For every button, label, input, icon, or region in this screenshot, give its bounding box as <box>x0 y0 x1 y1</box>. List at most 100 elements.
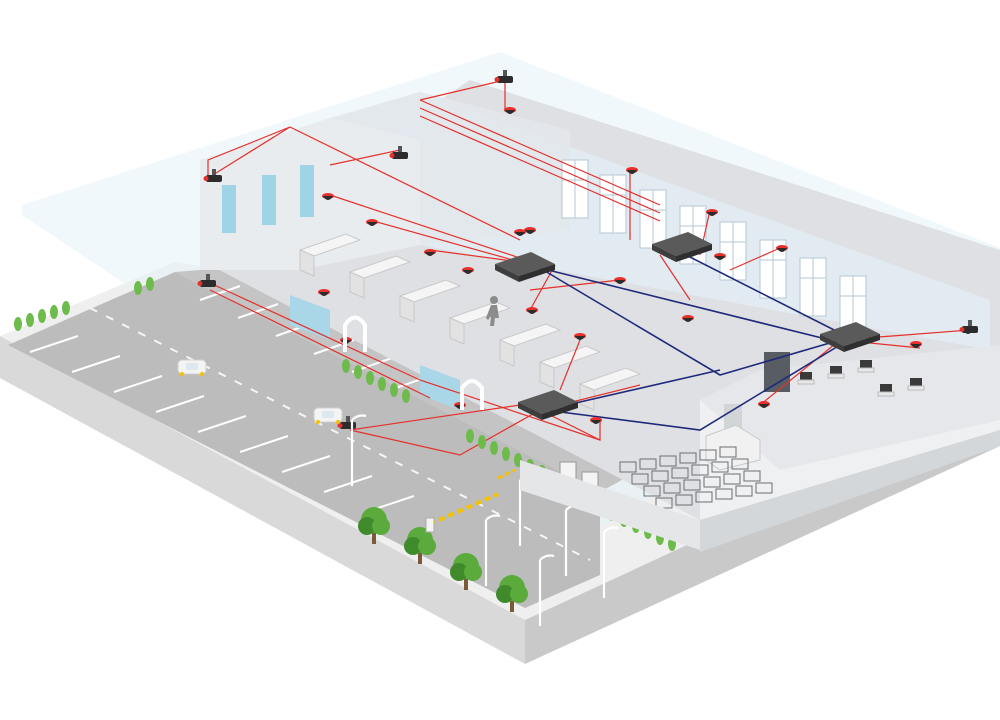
bullet-camera-lens <box>203 176 209 181</box>
switch-top <box>518 390 578 414</box>
poe-cable <box>349 409 541 456</box>
shrub-icon <box>390 383 398 397</box>
parking-stall-line <box>199 285 241 301</box>
shrub-icon <box>146 277 154 291</box>
window-panel-1 <box>222 185 236 233</box>
dome-camera-icon <box>366 219 378 226</box>
storage-cell <box>755 482 773 494</box>
network-switch-icon <box>820 322 880 352</box>
dome-camera-lens <box>777 248 787 252</box>
storage-cell <box>715 488 733 500</box>
car-icon <box>313 407 343 424</box>
street-light-icon <box>484 514 501 586</box>
dome-camera-lens <box>683 318 693 322</box>
switch-front <box>518 402 542 420</box>
dome-camera-lens <box>515 232 525 236</box>
tree-canopy-front <box>418 537 436 555</box>
workstation-desk <box>877 391 895 397</box>
barrier-gate-icon <box>425 468 516 533</box>
dome-camera-icon <box>910 341 922 348</box>
dome-camera-icon <box>614 277 626 284</box>
dome-camera-icon <box>714 253 726 260</box>
dome-camera-lens <box>707 212 717 216</box>
tree-icon <box>496 575 528 612</box>
switch-front <box>495 264 519 282</box>
ground-side-left <box>0 336 525 664</box>
dome-camera-lens <box>525 230 535 234</box>
bullet-camera-icon <box>959 320 978 333</box>
trees <box>358 507 528 612</box>
poe-cable <box>529 264 556 311</box>
street-light-arm <box>351 414 367 421</box>
storage-cell <box>691 464 709 476</box>
bullet-camera-body <box>206 175 222 182</box>
dome-camera-icon <box>322 193 334 200</box>
shrub-icon <box>502 447 510 461</box>
workstation-desk <box>907 385 925 391</box>
dome-camera-lens <box>367 222 377 226</box>
tree-canopy-shade <box>496 585 514 603</box>
switch-side <box>676 244 712 262</box>
shelf-side <box>399 295 415 323</box>
road-center-line <box>89 307 591 561</box>
tree-trunk <box>372 528 376 544</box>
bullet-camera-body <box>962 326 978 333</box>
poe-cable <box>559 339 581 391</box>
bullet-camera-mount <box>503 70 507 76</box>
shrub-icon <box>354 365 362 379</box>
storage-cell <box>663 482 681 494</box>
dome-camera-lens <box>759 404 769 408</box>
storage-cell <box>719 446 737 458</box>
shrub-icon <box>342 359 350 373</box>
entrance-arch-2 <box>460 379 484 410</box>
shrub-icon <box>478 435 486 449</box>
bullet-camera-lens <box>389 153 395 158</box>
parking-stall-line <box>71 355 121 373</box>
parking-stall-line <box>155 395 205 413</box>
office-block-side <box>330 92 570 245</box>
bullet-camera-lens <box>197 281 203 286</box>
workstation-monitor <box>830 366 842 374</box>
tree-icon <box>450 553 482 590</box>
switch-top <box>820 322 880 346</box>
storage-cell <box>643 485 661 497</box>
shrub-icon <box>26 313 34 327</box>
switch-top <box>495 252 555 276</box>
network-cable <box>679 251 851 339</box>
poe-cable <box>759 339 841 406</box>
parking-stall-line <box>239 435 289 453</box>
switch-side <box>519 264 555 282</box>
storage-cell <box>651 470 669 482</box>
bullet-camera-body <box>497 76 513 83</box>
network-switches <box>495 232 880 420</box>
street-light-icon <box>602 526 619 598</box>
shrub-icon <box>366 371 374 385</box>
dome-camera-icon <box>626 167 638 174</box>
workstations <box>797 360 925 397</box>
storefront-door-1 <box>290 295 330 340</box>
workstation-desk <box>857 367 875 373</box>
storage-cell <box>619 461 637 473</box>
bullet-camera-mount <box>212 169 216 175</box>
person-icon <box>486 296 499 326</box>
dome-camera-icon <box>682 315 694 322</box>
tree-canopy-shade <box>450 563 468 581</box>
storage-grid <box>619 446 773 509</box>
dome-camera-icon <box>462 267 474 274</box>
tree-trunk <box>418 548 422 564</box>
dome-camera-icon <box>524 227 536 234</box>
dome-camera-icon <box>758 401 770 408</box>
network-cable <box>539 267 841 376</box>
shelving-units <box>298 233 642 411</box>
poe-cable <box>659 254 691 301</box>
storage-cell <box>723 473 741 485</box>
dome-camera-lens <box>615 280 625 284</box>
bullet-camera-icon <box>389 146 408 159</box>
switch-side <box>844 334 880 352</box>
dome-camera-lens <box>505 110 515 114</box>
dome-camera-icon <box>318 289 330 296</box>
poe-cable <box>349 404 521 431</box>
tree-canopy-shade <box>404 537 422 555</box>
